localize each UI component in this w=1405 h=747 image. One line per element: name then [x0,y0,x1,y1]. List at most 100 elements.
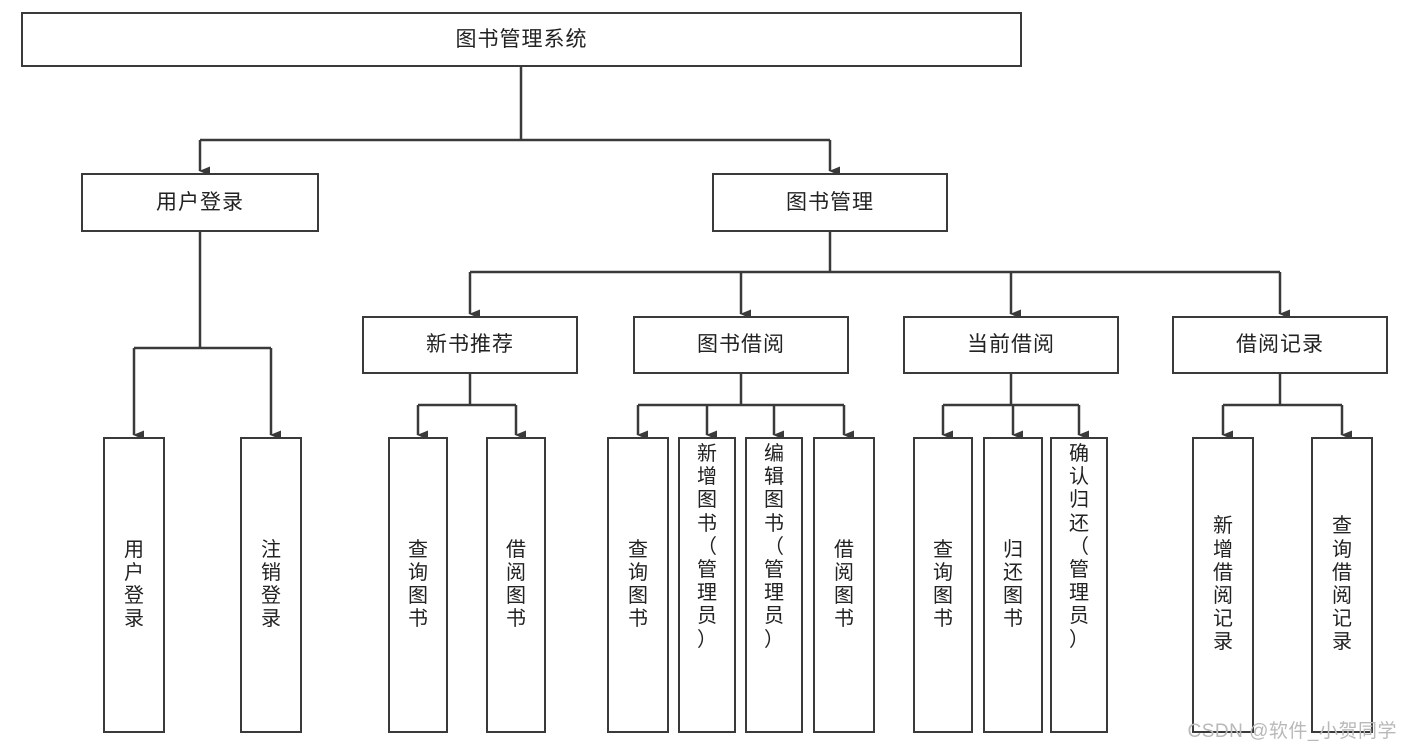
label-char: ） [764,628,784,651]
node-label-book-borrow: 图书借阅 [697,333,785,357]
label-char: 归 [1003,538,1023,561]
label-char: 录 [1332,631,1352,654]
label-char: 销 [261,561,281,584]
node-label-book-manage: 图书管理 [786,190,874,214]
label-char: 记 [1213,608,1233,631]
node-label-cb-confirm-return: 确认归还（管理员） [1052,443,1106,652]
label-char: 书 [408,608,428,631]
label-char: 登 [124,585,144,607]
label-char: 阅 [1332,585,1352,607]
node-book-borrow[interactable]: 图书借阅 [633,316,849,374]
label-char: 还 [1069,512,1089,535]
node-bb-edit-book[interactable]: 编辑图书（管理员） [745,437,803,733]
node-label-new-book-recommend: 新书推荐 [426,333,514,357]
node-new-book-recommend[interactable]: 新书推荐 [362,316,578,374]
node-cb-confirm-return[interactable]: 确认归还（管理员） [1050,437,1108,733]
node-label-cb-query-book: 查询图书 [915,539,971,632]
label-char: 书 [697,512,717,535]
label-char: 新 [1213,515,1233,538]
node-cb-query-book[interactable]: 查询图书 [913,437,973,733]
node-label-nbr-borrow-book: 借阅图书 [488,539,544,632]
label-char: 理 [764,582,784,605]
node-leaf-user-login[interactable]: 用户登录 [103,437,165,733]
label-char: 阅 [834,561,854,584]
node-label-user-login: 用户登录 [156,190,244,214]
label-char: 登 [261,585,281,607]
label-char: 录 [1213,631,1233,654]
label-char: 图 [408,585,428,607]
label-char: 询 [628,561,648,584]
node-label-leaf-user-logout: 注销登录 [242,539,300,632]
label-char: 录 [124,608,144,631]
label-char: 查 [628,538,648,561]
label-char: 借 [834,538,854,561]
node-book-manage[interactable]: 图书管理 [712,173,948,232]
node-br-add-record[interactable]: 新增借阅记录 [1192,437,1254,733]
label-char: 管 [697,558,717,581]
label-char: 阅 [506,561,526,584]
node-nbr-borrow-book[interactable]: 借阅图书 [486,437,546,733]
label-char: 查 [933,538,953,561]
label-char: 图 [1003,585,1023,607]
label-char: 户 [124,561,144,584]
node-label-nbr-query-book: 查询图书 [390,539,446,632]
label-char: 员 [764,605,784,628]
node-user-login[interactable]: 用户登录 [81,173,319,232]
label-char: 借 [1332,561,1352,584]
node-bb-add-book[interactable]: 新增图书（管理员） [678,437,736,733]
label-char: 编 [764,443,784,465]
node-borrow-record[interactable]: 借阅记录 [1172,316,1388,374]
label-char: 图 [764,489,784,512]
node-cb-return-book[interactable]: 归还图书 [983,437,1043,733]
node-label-root: 图书管理系统 [455,27,588,51]
label-char: 归 [1069,489,1089,512]
label-char: 注 [261,538,281,561]
label-char: （ [1069,535,1089,558]
node-bb-borrow-book[interactable]: 借阅图书 [813,437,875,733]
node-root[interactable]: 图书管理系统 [21,12,1022,67]
node-label-br-query-record: 查询借阅记录 [1313,515,1371,654]
label-char: 记 [1332,608,1352,631]
label-char: 理 [1069,582,1089,605]
node-current-borrow[interactable]: 当前借阅 [903,316,1119,374]
label-char: 录 [261,608,281,631]
node-label-cb-return-book: 归还图书 [985,539,1041,632]
label-char: 图 [834,585,854,607]
node-label-leaf-user-login: 用户登录 [105,539,163,632]
node-label-bb-query-book: 查询图书 [609,539,667,632]
label-char: 增 [1213,538,1233,561]
label-char: 书 [506,608,526,631]
node-label-bb-edit-book: 编辑图书（管理员） [747,443,801,652]
label-char: 增 [697,466,717,489]
watermark-text: CSDN @软件_小贺同学 [1187,721,1397,742]
label-char: 图 [697,489,717,512]
node-leaf-user-logout[interactable]: 注销登录 [240,437,302,733]
label-char: 图 [506,585,526,607]
label-char: 图 [628,585,648,607]
node-bb-query-book[interactable]: 查询图书 [607,437,669,733]
label-char: 用 [124,538,144,561]
node-label-bb-borrow-book: 借阅图书 [815,539,873,632]
node-br-query-record[interactable]: 查询借阅记录 [1311,437,1373,733]
label-char: 询 [408,561,428,584]
label-char: ） [1069,628,1089,651]
label-char: 管 [1069,558,1089,581]
label-char: 查 [1332,515,1352,538]
node-label-borrow-record: 借阅记录 [1236,333,1324,357]
label-char: 借 [506,538,526,561]
node-label-bb-add-book: 新增图书（管理员） [680,443,734,652]
label-char: 确 [1069,443,1089,465]
node-label-current-borrow: 当前借阅 [967,333,1055,357]
label-char: （ [697,535,717,558]
label-char: 书 [834,608,854,631]
label-char: （ [764,535,784,558]
node-nbr-query-book[interactable]: 查询图书 [388,437,448,733]
label-char: 阅 [1213,585,1233,607]
label-char: 借 [1213,561,1233,584]
label-char: 书 [1003,608,1023,631]
label-char: 管 [764,558,784,581]
label-char: 询 [933,561,953,584]
label-char: 员 [697,605,717,628]
